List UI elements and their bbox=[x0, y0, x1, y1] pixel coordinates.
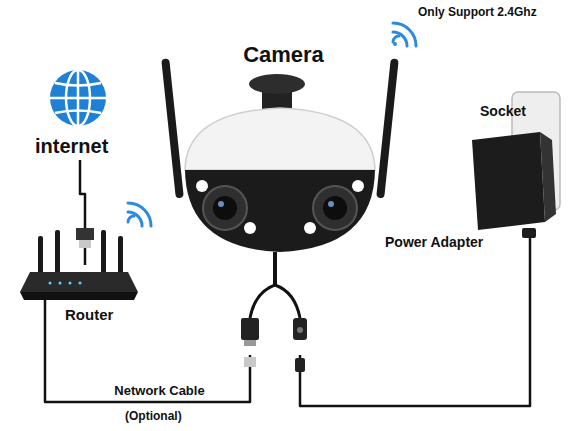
wifi-icon bbox=[393, 36, 399, 42]
router-icon bbox=[79, 282, 82, 285]
band-note: Only Support 2.4Ghz bbox=[418, 6, 537, 20]
cable-connector bbox=[45, 328, 250, 402]
camera-icon bbox=[241, 318, 259, 340]
power-adapter-icon bbox=[529, 238, 532, 260]
part-name: Socket bbox=[480, 103, 526, 119]
wifi-icon bbox=[393, 23, 416, 46]
router-icon bbox=[49, 282, 52, 285]
camera-icon bbox=[213, 196, 237, 220]
camera-icon bbox=[185, 108, 375, 170]
camera-icon bbox=[196, 180, 208, 192]
ethernet-plug bbox=[76, 228, 94, 265]
node-label: Router bbox=[65, 306, 113, 323]
router-icon bbox=[20, 272, 138, 292]
router-icon bbox=[59, 282, 62, 285]
node-label: Camera bbox=[175, 42, 392, 67]
router-node: Router bbox=[15, 228, 145, 328]
camera-icon bbox=[203, 186, 247, 230]
cable-connector bbox=[80, 160, 85, 228]
ethernet-plug bbox=[84, 248, 87, 265]
camera-icon bbox=[275, 285, 300, 318]
note: (Optional) bbox=[125, 410, 182, 424]
wifi-icon bbox=[128, 212, 142, 226]
edge-label: Network Cable bbox=[112, 384, 206, 399]
globe-icon bbox=[55, 111, 101, 114]
wifi-icon bbox=[393, 23, 416, 46]
cable-connector bbox=[300, 260, 530, 406]
ethernet-plug bbox=[76, 228, 94, 240]
power-adapter-icon bbox=[522, 228, 536, 238]
wifi-icon bbox=[128, 203, 151, 226]
router-icon bbox=[20, 292, 138, 300]
camera-icon bbox=[323, 196, 347, 220]
adapter-node: Power Adapter bbox=[385, 100, 565, 260]
camera-icon bbox=[297, 327, 303, 333]
globe-icon bbox=[50, 70, 106, 126]
globe-icon bbox=[50, 97, 106, 100]
camera-icon bbox=[161, 58, 399, 372]
ethernet-plug bbox=[79, 240, 91, 248]
router-icon bbox=[20, 230, 138, 328]
camera-icon bbox=[352, 180, 364, 192]
wifi-icon bbox=[393, 42, 397, 46]
node-label: internet bbox=[35, 135, 108, 158]
camera-icon bbox=[244, 222, 256, 234]
camera-icon bbox=[161, 58, 184, 198]
camera-icon bbox=[244, 357, 256, 367]
wifi-icon bbox=[128, 216, 134, 222]
camera-icon bbox=[293, 318, 307, 340]
router-icon bbox=[101, 230, 106, 276]
camera-icon bbox=[295, 358, 305, 372]
camera-icon bbox=[249, 74, 305, 94]
camera-node: Camera bbox=[175, 40, 392, 355]
camera-icon bbox=[273, 252, 277, 285]
power-adapter-icon bbox=[472, 92, 560, 260]
power-adapter-icon bbox=[540, 132, 556, 222]
camera-icon bbox=[185, 170, 375, 252]
globe-icon bbox=[55, 83, 101, 86]
power-adapter-icon bbox=[472, 132, 545, 230]
camera-icon bbox=[328, 201, 334, 207]
camera-icon bbox=[304, 222, 316, 234]
router-icon bbox=[44, 300, 47, 328]
router-icon bbox=[118, 236, 123, 276]
camera-icon bbox=[313, 186, 357, 230]
cloud-node: internet bbox=[30, 60, 130, 160]
wifi-icon bbox=[128, 203, 151, 226]
camera-icon bbox=[376, 58, 399, 198]
camera-icon bbox=[218, 201, 224, 207]
router-icon bbox=[69, 282, 72, 285]
router-icon bbox=[38, 236, 43, 276]
node-label: Power Adapter bbox=[385, 234, 483, 250]
globe-icon bbox=[50, 70, 106, 126]
camera-icon bbox=[244, 340, 256, 346]
wifi-icon bbox=[393, 32, 407, 46]
router-icon bbox=[55, 230, 60, 276]
camera-icon bbox=[250, 285, 275, 318]
